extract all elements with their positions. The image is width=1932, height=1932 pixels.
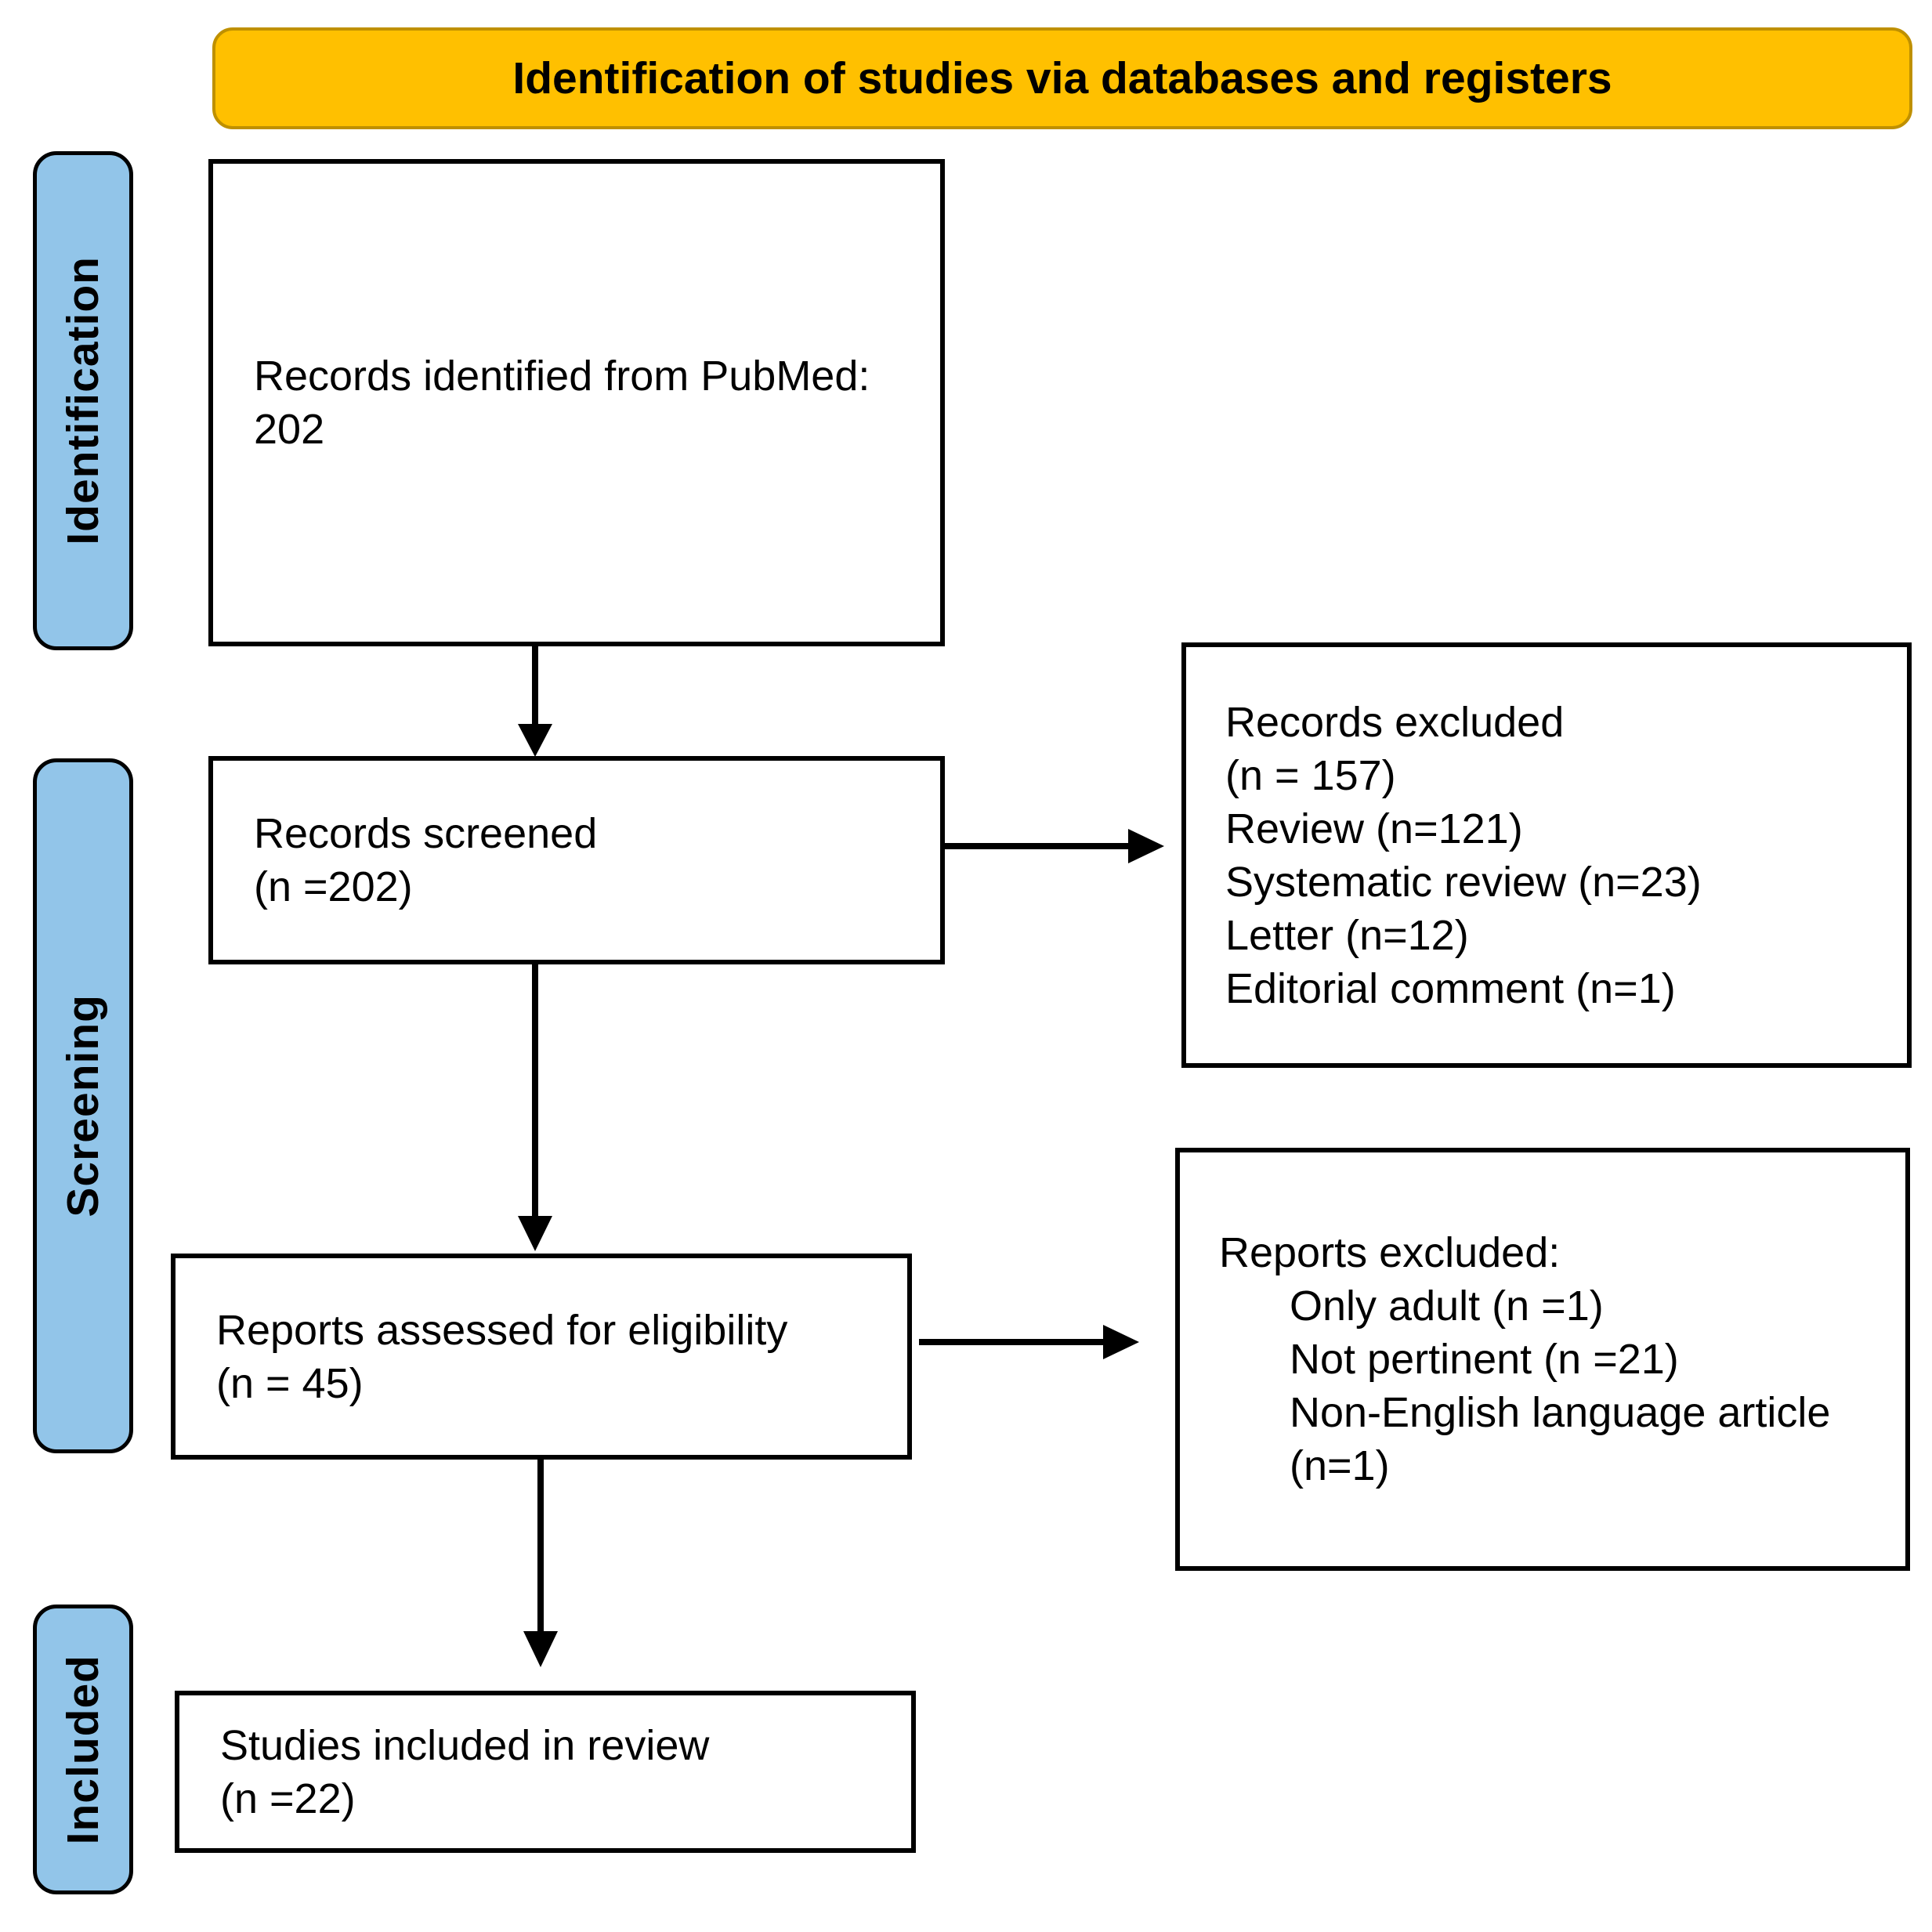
arrow-screened-to-records-excluded-head: [1128, 829, 1164, 863]
text-line: Records identified from PubMed:: [254, 353, 870, 400]
diagram-title-banner: Identification of studies via databases …: [212, 27, 1912, 129]
text-line: Editorial comment (n=1): [1225, 964, 1676, 1012]
stage-label-identification: Identification: [33, 151, 133, 650]
box-records-identified: Records identified from PubMed: 202: [208, 159, 945, 646]
arrow-screened-to-assessed-head: [518, 1216, 552, 1251]
stage-label-identification-text: Identification: [58, 256, 108, 545]
text-line: Non-English language article (n=1): [1290, 1389, 1831, 1489]
text-line: (n =22): [220, 1775, 356, 1822]
text-line: Letter (n=12): [1225, 911, 1469, 959]
arrow-assessed-to-included-head: [523, 1631, 558, 1667]
arrow-assessed-to-reports-excluded-head: [1103, 1325, 1139, 1359]
text-line: Records excluded: [1225, 698, 1565, 746]
box-reports-assessed: Reports assessed for eligibility (n = 45): [171, 1254, 912, 1460]
text-line: (n = 157): [1225, 751, 1396, 799]
stage-label-included: Included: [33, 1605, 133, 1894]
stage-label-included-text: Included: [58, 1654, 108, 1845]
stage-label-screening: Screening: [33, 758, 133, 1453]
box-reports-excluded: Reports excluded: Only adult (n =1) Not p…: [1175, 1148, 1910, 1571]
text-line: (n = 45): [216, 1359, 364, 1407]
text-line: Only adult (n =1): [1290, 1283, 1604, 1330]
reports-excluded-title: Reports excluded:: [1219, 1229, 1561, 1276]
text-line: (n =202): [254, 863, 413, 910]
box-records-excluded: Records excluded (n = 157) Review (n=121) S…: [1181, 642, 1912, 1068]
box-studies-included: Studies included in review (n =22): [175, 1691, 916, 1853]
text-line: Review (n=121): [1225, 805, 1523, 852]
box-records-screened: Records screened (n =202): [208, 756, 945, 964]
text-line: Systematic review (n=23): [1225, 858, 1702, 906]
text-line: Not pertinent (n =21): [1290, 1336, 1679, 1383]
reports-excluded-items: Only adult (n =1) Not pertinent (n =21) No…: [1219, 1279, 1886, 1492]
stage-label-screening-text: Screening: [58, 994, 108, 1217]
text-line: 202: [254, 406, 325, 453]
arrow-identified-to-screened-head: [518, 724, 552, 757]
text-line: Reports assessed for eligibility: [216, 1306, 788, 1354]
text-line: Records screened: [254, 810, 598, 857]
text-line: Studies included in review: [220, 1721, 710, 1769]
